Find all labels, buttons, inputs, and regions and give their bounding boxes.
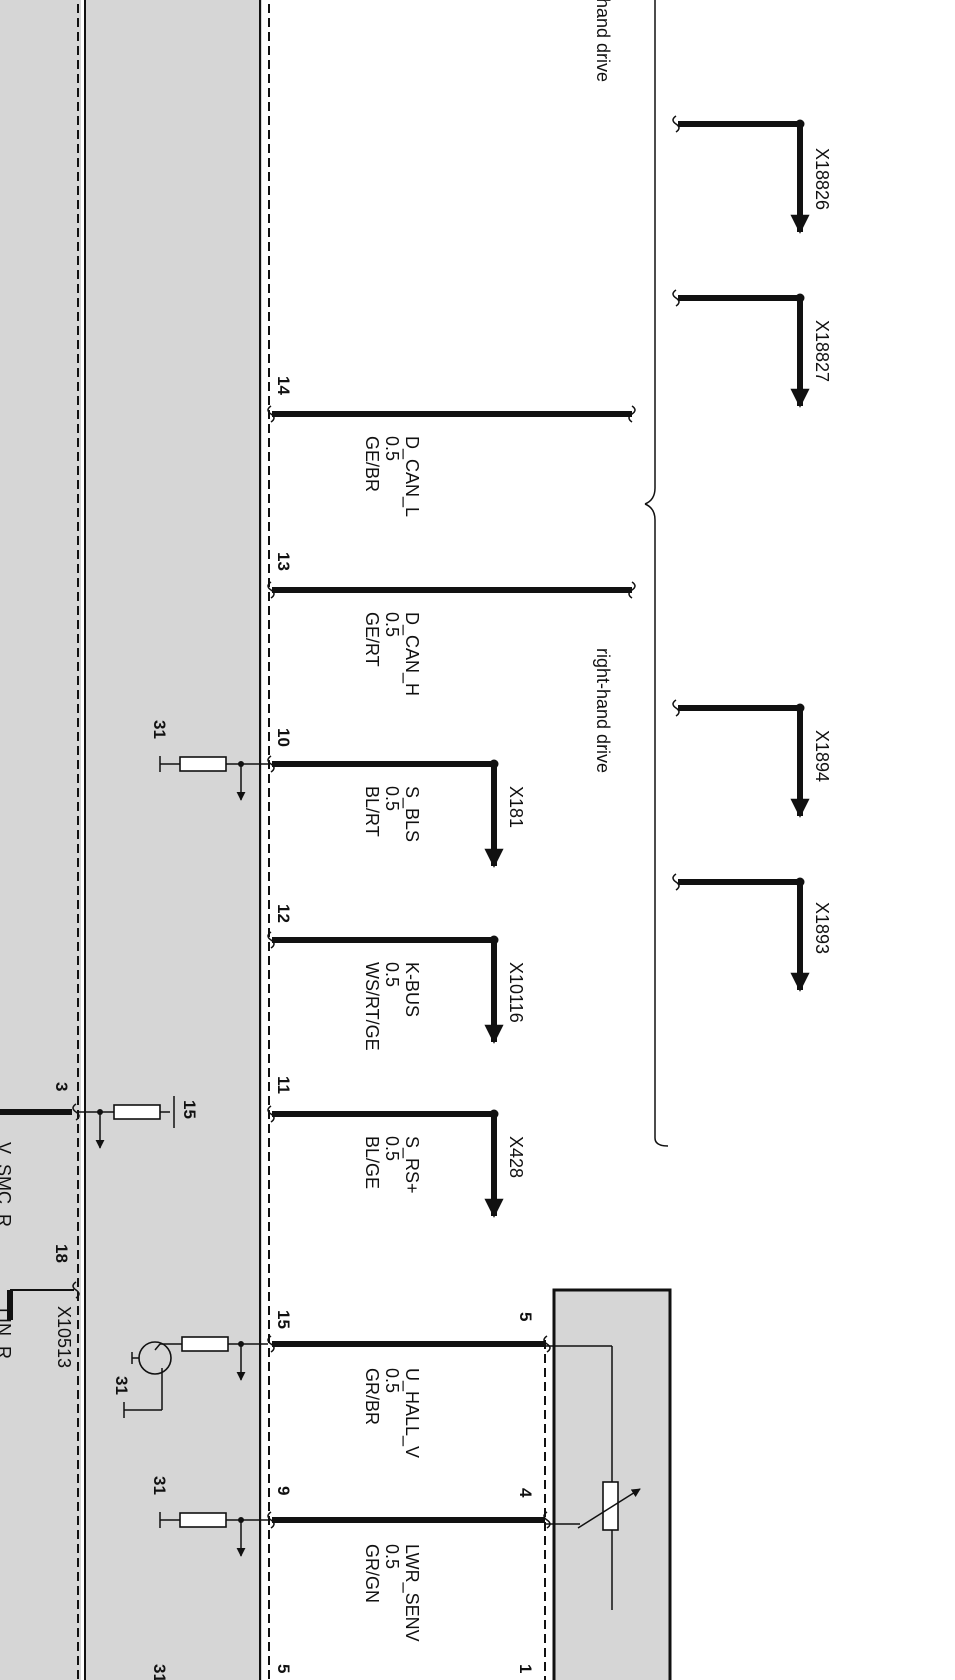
- connector-label-x10116: X10116: [506, 962, 526, 1023]
- control-unit-main: [84, 0, 270, 1680]
- pin-label: 10: [274, 728, 293, 747]
- signal-name: S_BLS: [401, 786, 422, 842]
- control-unit-left: [0, 0, 81, 1680]
- connector-label-x1894: X1894: [812, 730, 832, 782]
- signal-name: K-BUS: [402, 962, 422, 1017]
- ground-label-bottom: 31: [150, 1664, 169, 1680]
- left-unit-circuit: [0, 1096, 175, 1320]
- pin-label: 11: [274, 1076, 293, 1094]
- wire-gauge: 0.5: [382, 1368, 402, 1393]
- connector-label-x18826: X18826: [812, 148, 832, 210]
- wire-s-bls: [267, 755, 504, 868]
- wire-d-can-h: [267, 581, 636, 599]
- wire-s-rs: [267, 1105, 504, 1218]
- wire-lwr-senv: [267, 1511, 551, 1529]
- pulldown-resistor-lwr-senv: [159, 1512, 268, 1557]
- label-layer: hand drive right-hand drive X18826 X1882…: [0, 0, 832, 1680]
- wire-color: GE/RT: [362, 612, 382, 667]
- ground-label: 31: [112, 1376, 131, 1395]
- connector-label-x1893: X1893: [812, 902, 832, 954]
- supply-label-15: 15: [180, 1100, 199, 1119]
- ground-label: 31: [150, 720, 169, 739]
- connector-label-x428: X428: [506, 1136, 526, 1178]
- sensor-pin-label: 5: [516, 1312, 535, 1321]
- pin-label: 12: [274, 904, 293, 923]
- left-pin-3: 3: [52, 1082, 71, 1091]
- note-right-hand-drive: right-hand drive: [593, 648, 613, 773]
- wire-k-bus: [267, 931, 504, 1044]
- sensor-pin-label: 4: [516, 1488, 535, 1498]
- connector-stub-x1894: [672, 699, 810, 818]
- sensor-housing: [544, 1288, 672, 1680]
- brace-right-hand: [644, 503, 669, 1147]
- signal-name: LWR_SENV: [401, 1544, 422, 1642]
- wire-color: WS/RT/GE: [362, 962, 382, 1051]
- wire-d-can-l: [267, 405, 636, 423]
- note-left-hand-drive: hand drive: [593, 0, 613, 82]
- signal-name: D_CAN_L: [401, 436, 422, 517]
- wire-gauge: 0.5: [382, 1544, 402, 1569]
- pin-label: 9: [274, 1486, 293, 1495]
- wire-color: BL/GE: [362, 1136, 382, 1189]
- left-signal-v-smc-r: V_SMC_R: [0, 1142, 14, 1227]
- connector-label-x10513: X10513: [54, 1306, 74, 1368]
- wire-color: GE/BR: [362, 436, 382, 492]
- connector-stub-x1893: [672, 873, 810, 992]
- connector-stub-x18826: [672, 115, 810, 234]
- connector-stub-x18827: [672, 289, 810, 408]
- left-pin-18: 18: [52, 1244, 71, 1263]
- wire-color: GR/GN: [362, 1544, 382, 1603]
- wire-color: GR/BR: [362, 1368, 382, 1425]
- brace-left-hand: [644, 0, 656, 505]
- wire-u-hall-v: [267, 1335, 551, 1353]
- connector-label-x181: X181: [506, 786, 526, 828]
- sensor-pin-label-bottom: 1: [516, 1664, 535, 1673]
- pin-label: 14: [274, 376, 293, 395]
- pulldown-resistor-s-bls: [159, 756, 268, 801]
- left-signal-lin-r: LIN_R: [0, 1308, 14, 1359]
- pin-label: 15: [274, 1310, 293, 1329]
- wire-gauge: 0.5: [382, 1136, 402, 1161]
- ground-label: 31: [150, 1476, 169, 1495]
- wire-gauge: 0.5: [382, 612, 402, 637]
- transistor-u-hall-v: [123, 1336, 268, 1418]
- signal-name: D_CAN_H: [401, 612, 422, 696]
- signal-name: S_RS+: [401, 1136, 422, 1194]
- connector-label-x18827: X18827: [812, 320, 832, 382]
- wire-gauge: 0.5: [382, 786, 402, 811]
- signal-name: U_HALL_V: [401, 1368, 422, 1458]
- pin-label: 13: [274, 552, 293, 571]
- wire-color: BL/RT: [362, 786, 382, 837]
- pin-label-bottom: 5: [274, 1664, 293, 1673]
- wire-gauge: 0.5: [382, 436, 402, 461]
- wire-gauge: 0.5: [382, 962, 402, 987]
